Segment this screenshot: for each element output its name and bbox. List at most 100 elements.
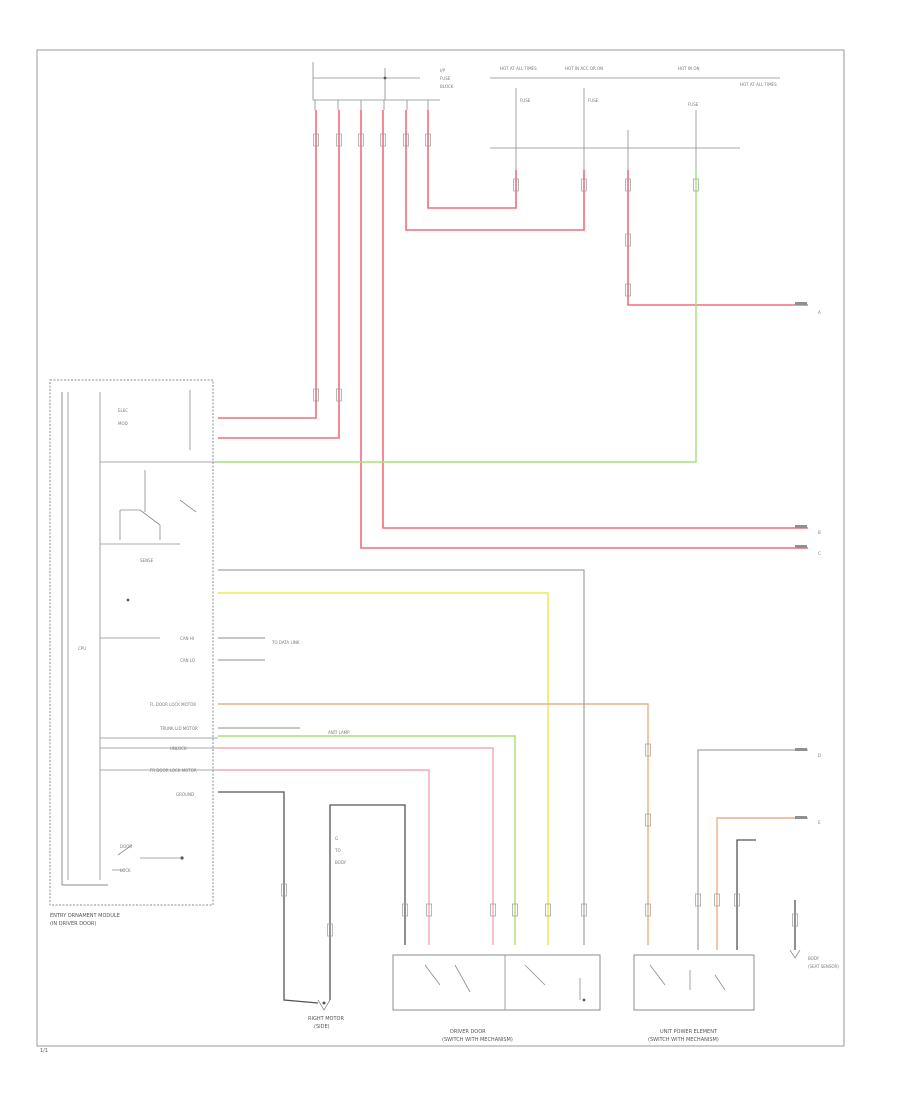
wire-red-1 [218,110,317,419]
pin-label: TRUNK LID MOTOR [159,726,198,731]
module-text: LOCK [120,868,131,873]
top-fuse-block: I/P FUSE BLOCK [312,62,454,110]
terminal-label: C [818,551,821,556]
ground-text: TO [334,848,341,853]
connector-tick [625,283,631,297]
fuse-label-b: FUSE [588,98,599,103]
module-text: MOD [118,421,128,426]
connector-tick [327,923,333,937]
pin-label: GROUND [176,792,194,797]
sensor-sub: (SEAT SENSOR) [808,964,839,969]
connector-tick [714,893,720,907]
ground-text: G [335,836,338,841]
connector-tick [734,893,740,907]
red-wires [218,110,808,549]
connector-ticks [281,133,798,937]
hot-label-b: HOT IN ACC OR ON [565,66,603,71]
wire-red-5 [405,110,585,231]
connector-tick [380,133,386,147]
right-fuse-bus: HOT AT ALL TIMES HOT IN ACC OR ON HOT IN… [490,66,780,170]
wire-gray-3 [697,749,808,950]
sensor-name: BODY [808,956,820,961]
wire-red-7 [627,170,808,306]
terminal-label: E [818,820,821,825]
top-fuse-label-2: FUSE [440,76,451,81]
connector-tick [512,903,518,917]
module-sub: (IN DRIVER DOOR) [50,921,96,927]
power-name: UNIT POWER ELEMENT [660,1029,718,1035]
diagram-id: 1/1 [40,1048,48,1054]
wire-red-2 [218,110,340,439]
wire-green-main [218,170,697,463]
terminal-label: D [818,753,821,758]
pin-label: ANTI LAMP [328,730,350,735]
connector-tick [490,903,496,917]
right-terminals: A B C D E [795,302,821,825]
wire-black-2 [329,804,406,1000]
module-text: SENSE [140,558,154,563]
connector-tick [426,903,432,917]
connector-tick [693,178,699,192]
pin-label: FR DOOR LOCK MOTOR [150,768,197,773]
hot-label-c: HOT IN ON [678,66,699,71]
black-wires [218,791,796,1004]
connector-tick [336,133,342,147]
power-sub: (SWITCH WITH MECHANISM) [648,1037,719,1043]
module-text: DOOR [120,844,132,849]
driver-door-switch: DRIVER DOOR (SWITCH WITH MECHANISM) [392,954,601,1043]
wire-red-3 [360,110,808,549]
connector-tick [645,743,651,757]
wire-red-4 [382,110,808,529]
wire-black-1 [218,791,319,1004]
module-pins: FL DOOR LOCK MOTOR TRUNK LID MOTOR UNLOC… [150,636,350,797]
pin-label: CAN HI [180,636,194,641]
top-fuse-label: I/P [440,68,446,73]
fuse-label-c: FUSE [688,102,699,107]
power-element-switch: UNIT POWER ELEMENT (SWITCH WITH MECHANIS… [633,954,755,1043]
connector-tick [313,133,319,147]
module-text: CPU [78,646,86,651]
connector-tick [402,903,408,917]
green-wires [218,170,697,945]
ground-sub: (SIDE) [314,1024,330,1030]
pin-label: TO DATA LINK [271,640,300,645]
wire-pink-2 [218,769,430,945]
connector-tick [625,233,631,247]
gray-wires [218,569,808,950]
driver-door-name: DRIVER DOOR [450,1029,486,1035]
connector-tick [792,913,798,927]
hot-label-ref: HOT AT ALL TIMES [740,82,777,87]
driver-door-sub: (SWITCH WITH MECHANISM) [442,1037,513,1043]
terminal-label: A [818,310,821,315]
top-fuse-label-3: BLOCK [440,84,454,89]
pin-label: CAN LO [180,658,195,663]
module-name: ENTRY ORNAMENT MODULE [50,913,120,919]
connector-tick [403,133,409,147]
connector-tick [313,388,319,402]
pin-label: UNLOCK [170,746,187,751]
hot-label-a: HOT AT ALL TIMES [500,66,537,71]
terminal-label: B [818,530,821,535]
connector-tick [545,903,551,917]
connector-tick [358,133,364,147]
wire-gray-1 [218,569,585,945]
seat-sensor: BODY (SEAT SENSOR) [789,949,839,969]
connector-tick [645,813,651,827]
ground-text: BODY [335,860,347,865]
wire-green-lower [218,735,516,945]
fuse-label-a: FUSE [520,98,531,103]
wire-pink-1 [218,747,494,945]
connector-tick [281,883,287,897]
entry-module: ELEC MOD SENSE CPU DOOR LOCK ENTRY ORNAM… [49,379,218,927]
connector-tick [645,903,651,917]
module-text: ELEC [118,408,128,413]
connector-tick [336,388,342,402]
wire-yellow [218,592,549,945]
connector-tick [625,178,631,192]
connector-tick [513,178,519,192]
connector-tick [695,893,701,907]
wire-orange-main [218,703,649,945]
wire-black-3 [736,839,756,950]
ground-name: RIGHT MOTOR [308,1016,344,1022]
